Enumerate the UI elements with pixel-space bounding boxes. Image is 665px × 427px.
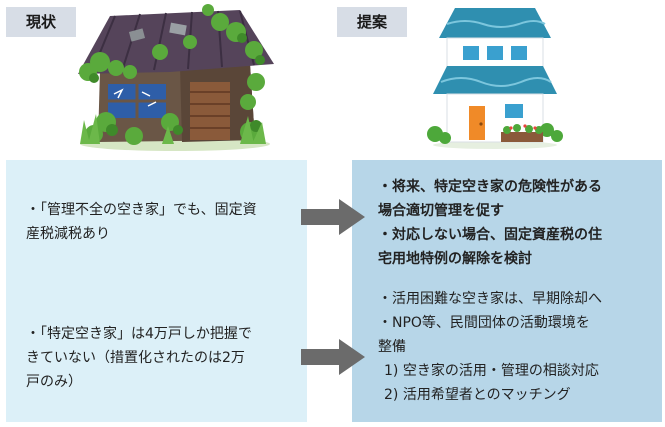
proposal-label: 提案 — [337, 7, 407, 37]
proposal-item-2: ・対応しない場合、固定資産税の住 宅用地特例の解除を検討 — [378, 227, 602, 267]
proposal-item-5: 1) 空き家の活用・管理の相談対応 — [384, 363, 599, 379]
current-state-label: 現状 — [6, 7, 76, 37]
proposal-panel — [352, 160, 662, 422]
proposal-item-1: ・将来、特定空き家の危険性がある 場合適切管理を促す — [378, 179, 602, 219]
right-arrow-icon — [301, 339, 365, 375]
proposal-item-4: ・NPO等、民間団体の活動環境を 整備 — [378, 315, 590, 355]
new-house-illustration — [427, 8, 563, 149]
current-item-2: ・「特定空き家」は4万戸しか把握で きていない（措置化されたのは2万 戸のみ） — [26, 326, 252, 390]
current-item-1: ・「管理不全の空き家」でも、固定資 産税減税あり — [26, 202, 257, 242]
right-arrow-icon — [301, 199, 365, 235]
current-state-panel — [6, 160, 307, 422]
proposal-item-6: 2) 活用希望者とのマッチング — [384, 387, 571, 403]
proposal-item-3: ・活用困難な空き家は、早期除却へ — [378, 291, 602, 307]
abandoned-house-illustration — [78, 4, 274, 151]
